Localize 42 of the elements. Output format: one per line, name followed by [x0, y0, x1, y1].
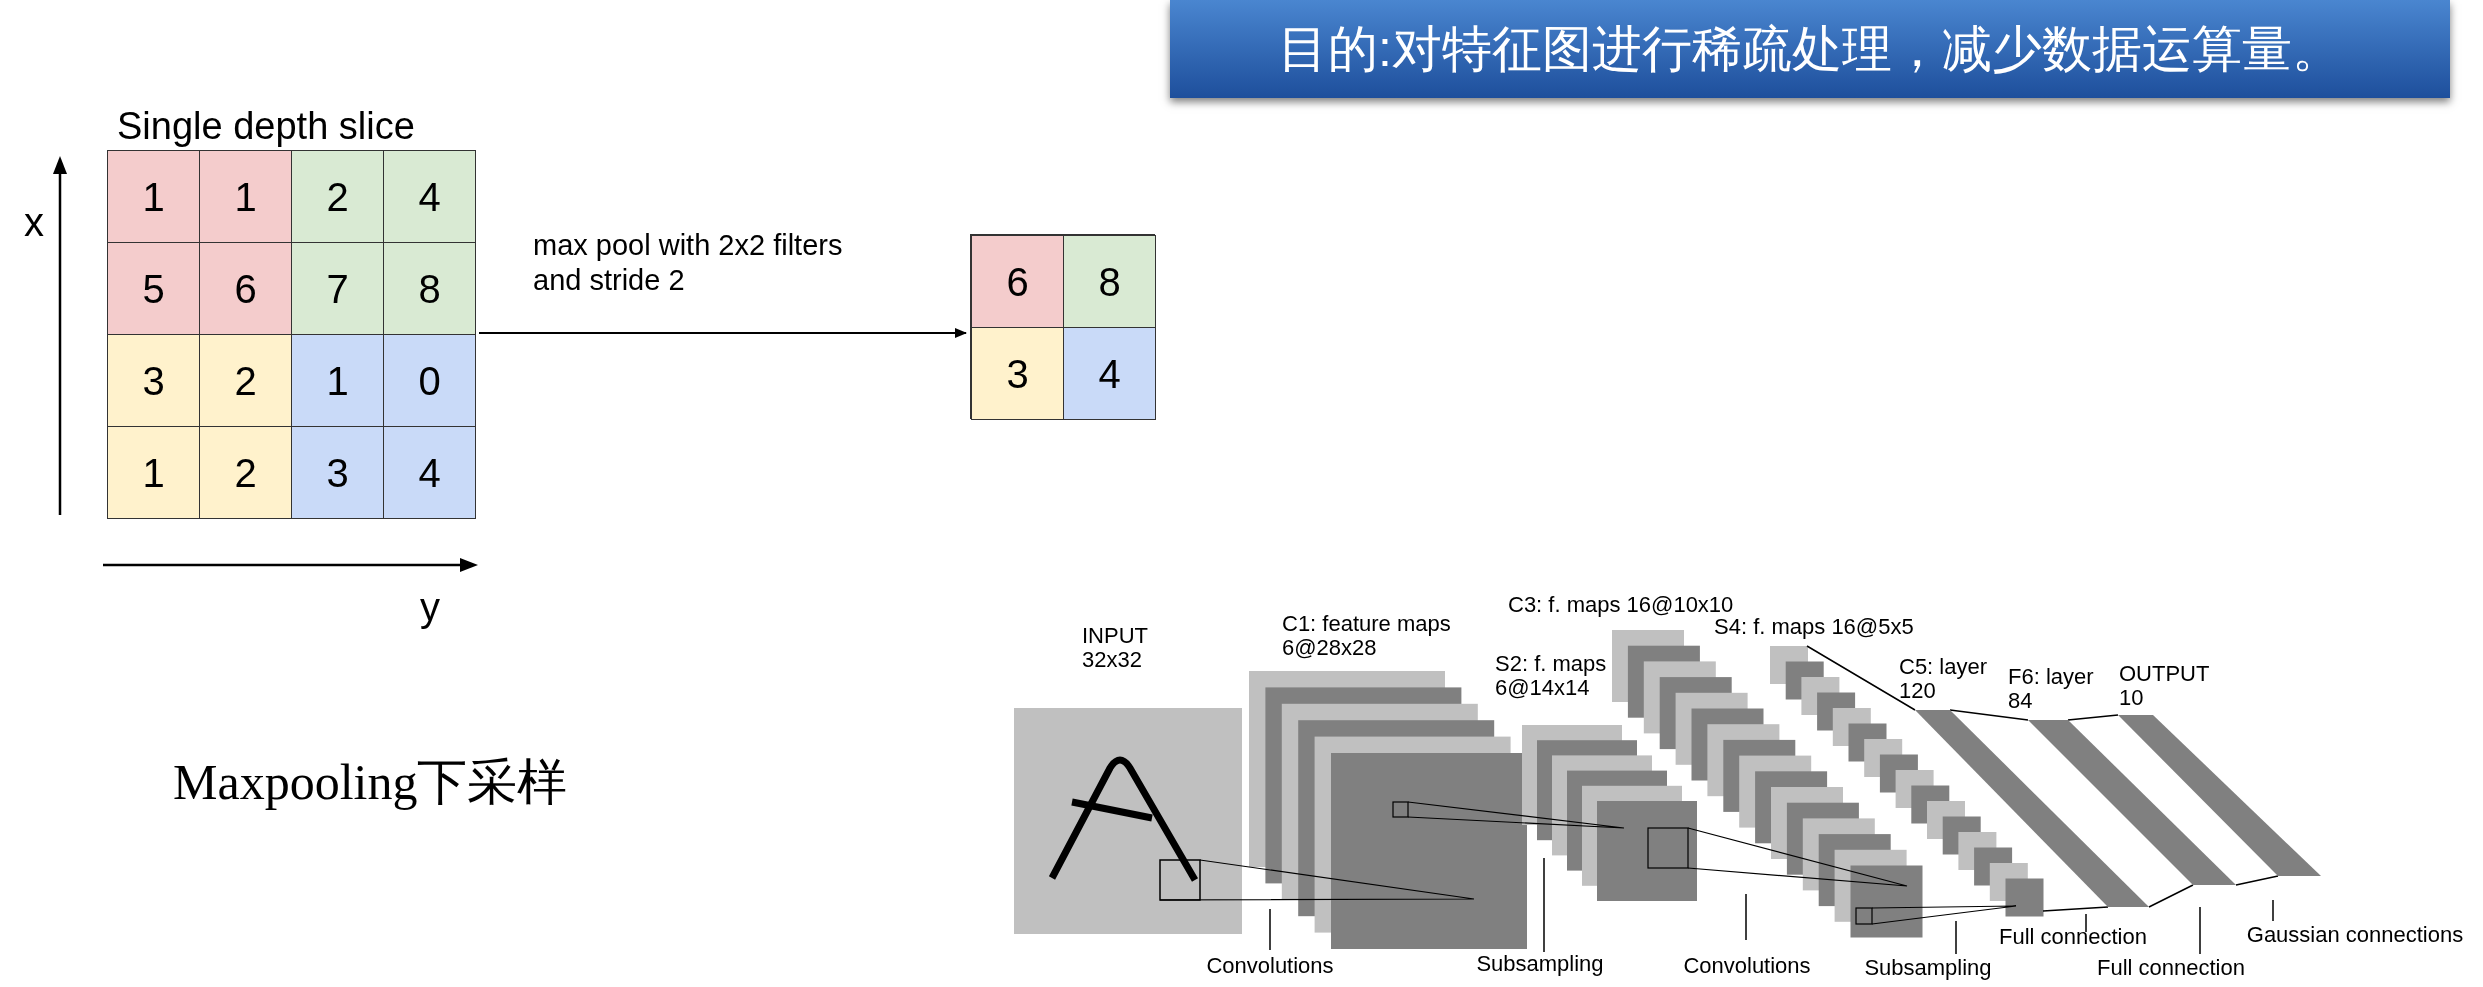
- operation-label: Full connection: [2097, 956, 2245, 981]
- pooling-grid: [970, 234, 1155, 419]
- axis-label: x: [24, 200, 44, 244]
- operation-label: Convolutions: [1206, 954, 1334, 979]
- grid-cell: 4: [383, 426, 476, 519]
- grid-cell: 3: [107, 334, 200, 427]
- operation-label: Full connection: [1999, 925, 2147, 950]
- grid-cell: 5: [107, 242, 200, 335]
- caption-text: Maxpooling下采样: [173, 755, 568, 810]
- grid-title: Single depth slice: [117, 104, 415, 149]
- grid-cell: 0: [383, 334, 476, 427]
- grid-cell: 1: [291, 334, 384, 427]
- grid-cell: 8: [383, 242, 476, 335]
- operation-label: Subsampling: [1476, 952, 1604, 977]
- grid-cell: 2: [199, 426, 292, 519]
- axis-label: y: [420, 585, 440, 629]
- grid-cell: 2: [291, 150, 384, 243]
- operation-label: Subsampling: [1864, 956, 1992, 981]
- layer-label: INPUT 32x32: [1082, 624, 1149, 673]
- grid-cell: 1: [107, 150, 200, 243]
- grid-cell: 4: [1063, 327, 1156, 420]
- grid-cell: 6: [199, 242, 292, 335]
- layer-label: S4: f. maps 16@5x5: [1714, 615, 1915, 640]
- title-banner: 目的:对特征图进行稀疏处理，减少数据运算量。: [1170, 0, 2450, 98]
- layer-label: S2: f. maps 6@14x14: [1495, 652, 1608, 701]
- layer-label: C1: feature maps 6@28x28: [1282, 612, 1452, 661]
- grid-cell: 1: [107, 426, 200, 519]
- layer-label: C3: f. maps 16@10x10: [1508, 593, 1735, 618]
- grid-cell: 8: [1063, 235, 1156, 328]
- grid-cell: 6: [971, 235, 1064, 328]
- layer-label: OUTPUT 10: [2119, 662, 2211, 711]
- layer-label: F6: layer 84: [2008, 665, 2095, 714]
- arrow: [478, 328, 967, 338]
- layer-label: C5: layer 120: [1899, 655, 1989, 704]
- grid-cell: 3: [971, 327, 1064, 420]
- grid-cell: 3: [291, 426, 384, 519]
- grid-cell: 2: [199, 334, 292, 427]
- operation-label: Convolutions: [1683, 954, 1811, 979]
- grid-cell: 4: [383, 150, 476, 243]
- grid-cell: 7: [291, 242, 384, 335]
- operation-label: Gaussian connections: [2246, 923, 2464, 948]
- grid-cell: 1: [199, 150, 292, 243]
